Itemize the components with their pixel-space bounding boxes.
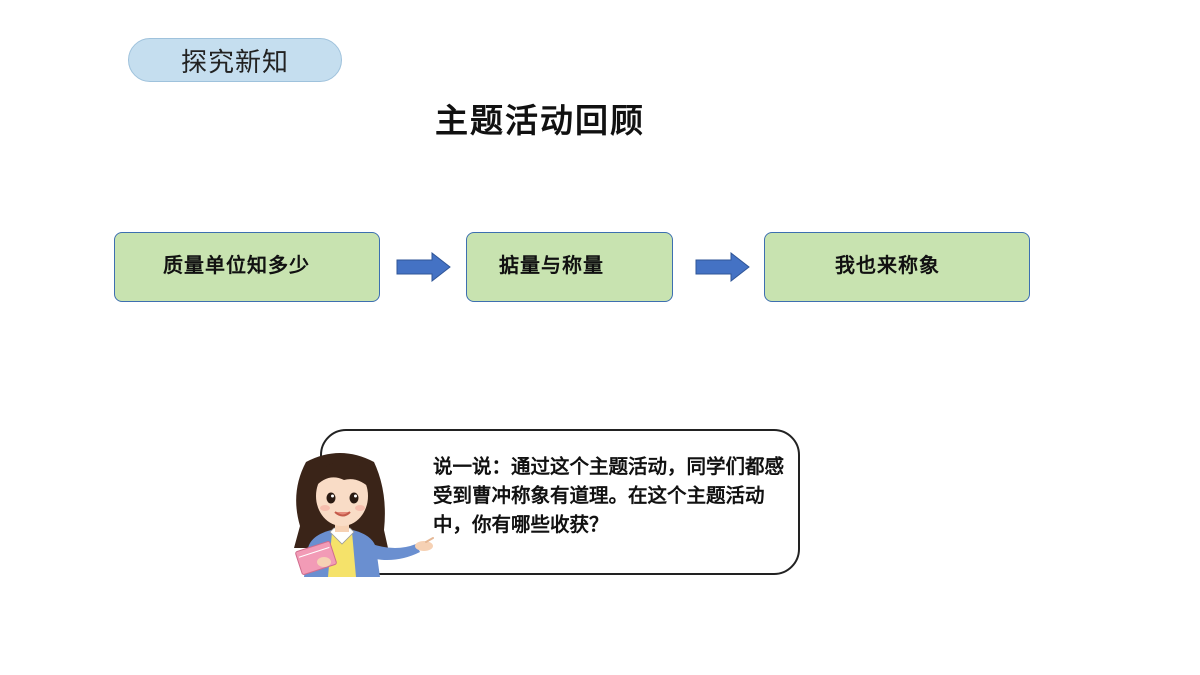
right-arrow-icon xyxy=(695,252,750,282)
teacher-icon xyxy=(294,453,434,577)
flow-step-label: 我也来称象 xyxy=(835,253,940,277)
discussion-text: 说一说：通过这个主题活动，同学们都感受到曹冲称象有道理。在这个主题活动中，你有哪… xyxy=(433,455,785,536)
right-arrow-icon xyxy=(396,252,451,282)
page-title: 主题活动回顾 xyxy=(435,101,645,140)
flow-step-1: 质量单位知多少 xyxy=(114,232,380,302)
flow-step-2: 掂量与称量 xyxy=(466,232,673,302)
flow-step-label: 掂量与称量 xyxy=(499,253,604,277)
flow-step-3: 我也来称象 xyxy=(764,232,1030,302)
flow-step-label: 质量单位知多少 xyxy=(163,253,310,277)
section-tag: 探究新知 xyxy=(128,38,342,82)
